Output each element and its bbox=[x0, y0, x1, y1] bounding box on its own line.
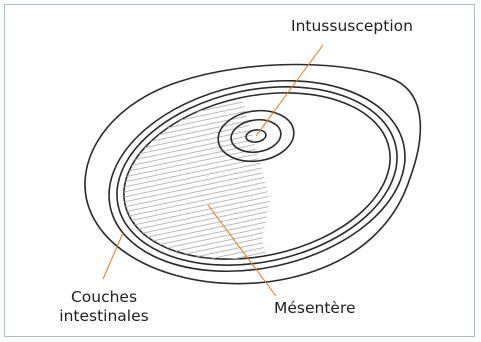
bowel-layer-ring-middle bbox=[100, 62, 414, 289]
label-couches-line2: intestinales bbox=[58, 307, 150, 326]
label-couches-line1: Couches bbox=[58, 288, 150, 307]
label-intussusception: Intussusception bbox=[291, 17, 413, 36]
bowel-layer-ring-outer bbox=[91, 55, 423, 297]
label-mesentere: Mésentère bbox=[274, 299, 356, 318]
label-couches-intestinales: Couches intestinales bbox=[58, 288, 150, 326]
leader-line-couches bbox=[103, 233, 123, 279]
